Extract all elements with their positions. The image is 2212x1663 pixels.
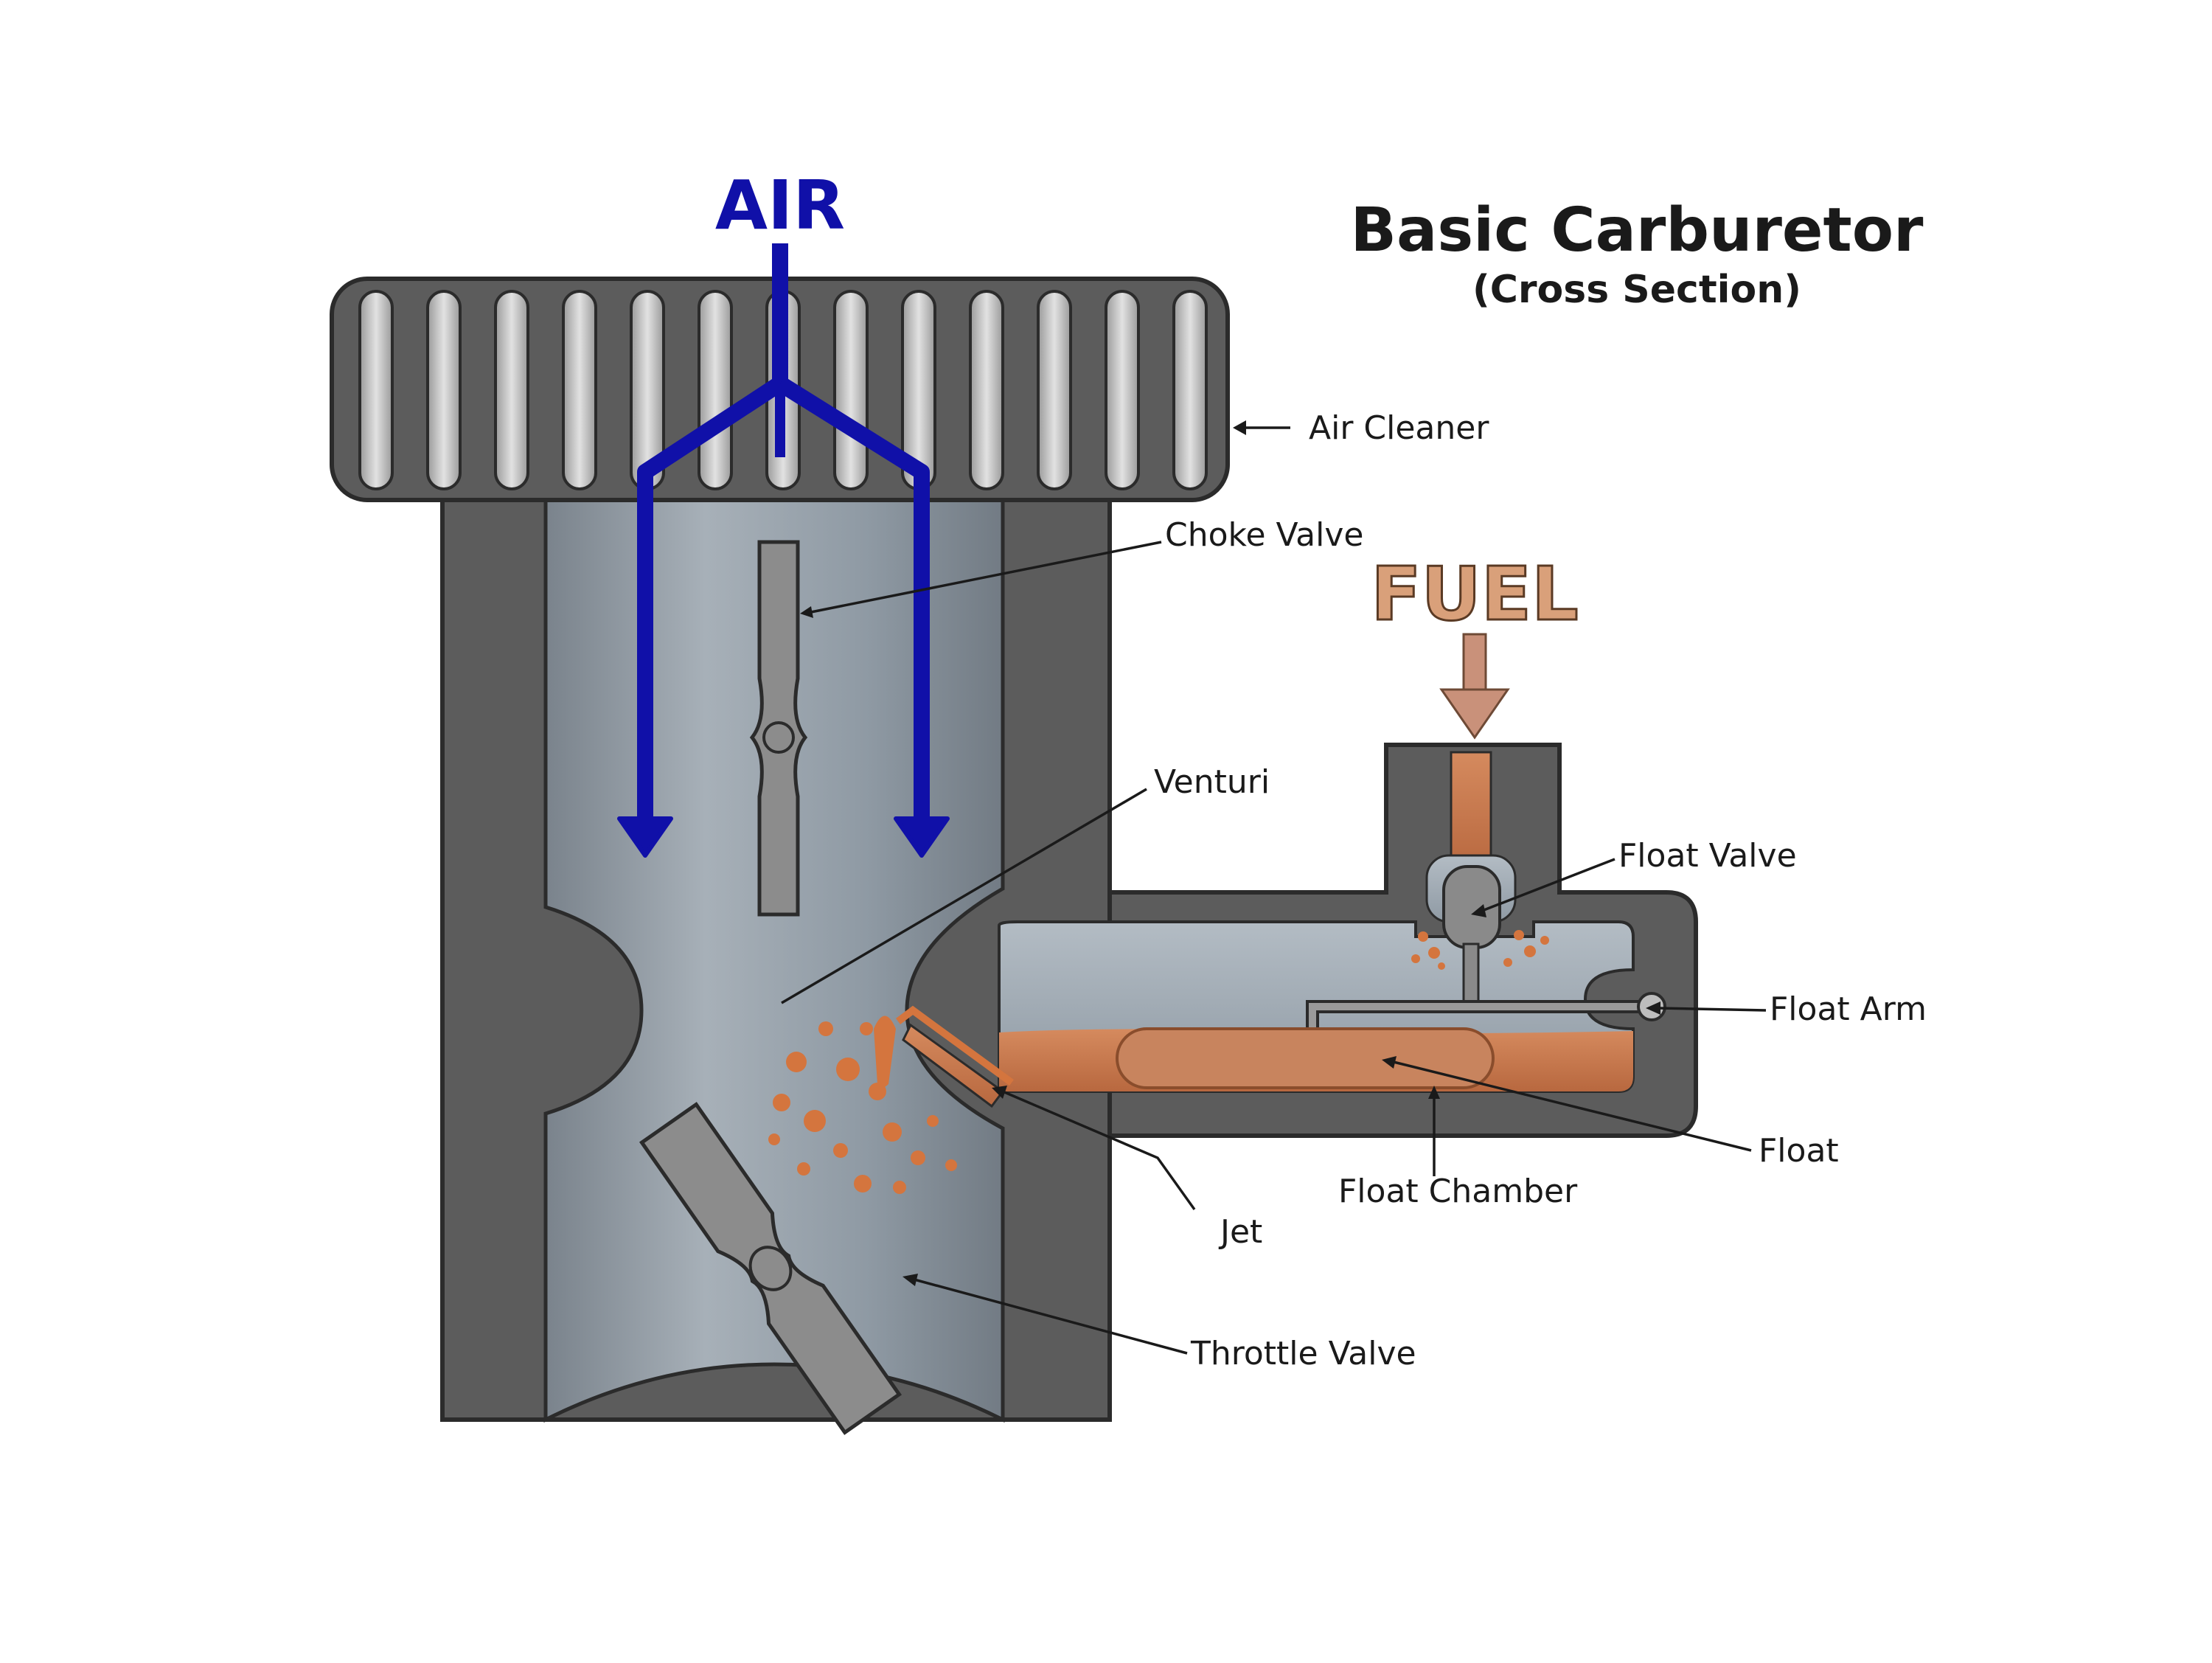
air-flow-arrow-icon (617, 243, 950, 858)
air-cleaner-slot (969, 290, 1004, 490)
air-cleaner-slot (1037, 290, 1072, 490)
fuel-spray-valve (1411, 930, 1549, 970)
air-cleaner-slot (833, 290, 869, 490)
choke-valve (749, 540, 808, 917)
air-cleaner-slot (494, 290, 529, 490)
callouts: Air Cleaner Choke Valve Venturi Float Va… (1154, 409, 1927, 1372)
diagram-title: Basic Carburetor (1351, 195, 1924, 265)
label-air-cleaner: Air Cleaner (1309, 409, 1489, 447)
air-label: AIR (715, 166, 845, 245)
diagram-subtitle: (Cross Section) (1472, 268, 1801, 312)
float-valve (1411, 865, 1549, 1012)
air-cleaner-slot (1105, 290, 1140, 490)
label-float-arm: Float Arm (1770, 990, 1927, 1028)
label-choke-valve: Choke Valve (1165, 516, 1363, 554)
air-cleaner-slot (698, 290, 733, 490)
air-cleaner-slot (358, 290, 394, 490)
throttle-valve (639, 1102, 902, 1435)
leader-lines (781, 420, 1767, 1355)
label-float-valve: Float Valve (1618, 837, 1797, 875)
fuel-flow-arrow-icon (1439, 633, 1510, 740)
air-cleaner-slot (562, 290, 597, 490)
air-cleaner-slot (1172, 290, 1208, 490)
air-cleaner-slot (426, 290, 462, 490)
label-float: Float (1759, 1132, 1839, 1170)
jet (896, 1005, 1014, 1108)
float (1116, 1027, 1495, 1089)
label-throttle-valve: Throttle Valve (1190, 1335, 1416, 1372)
label-jet: Jet (1218, 1213, 1262, 1251)
label-float-chamber: Float Chamber (1338, 1173, 1578, 1210)
fuel-label: FUEL (1371, 551, 1579, 637)
fuel-mist (768, 1015, 957, 1194)
label-venturi: Venturi (1154, 763, 1270, 801)
